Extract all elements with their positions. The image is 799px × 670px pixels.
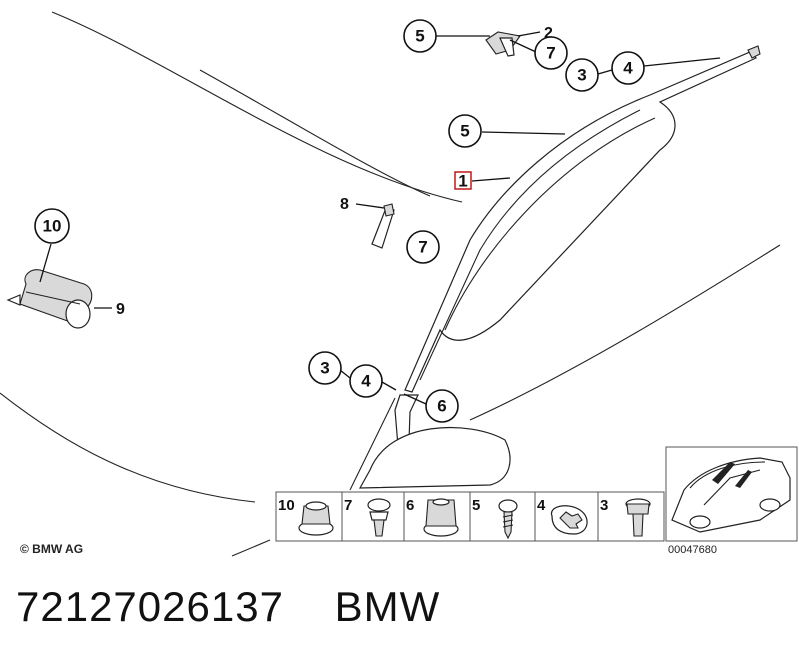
callout-8: 8 — [340, 196, 349, 213]
svg-text:4: 4 — [623, 59, 633, 78]
copyright-notice: © BMW AG — [20, 542, 83, 556]
callout-3-bottom: 3 — [308, 351, 342, 385]
callout-7-mid: 7 — [406, 230, 440, 264]
callout-5-top: 5 — [403, 19, 437, 53]
callout-3-top: 3 — [565, 58, 599, 92]
svg-text:5: 5 — [415, 27, 424, 46]
svg-text:8: 8 — [340, 196, 349, 213]
leader-lines — [39, 31, 721, 405]
fastener-legend: 10 7 6 5 4 3 — [275, 491, 665, 542]
svg-text:4: 4 — [361, 372, 371, 391]
callout-7-top: 7 — [534, 36, 568, 70]
svg-text:7: 7 — [418, 238, 427, 257]
brand-name: BMW — [334, 583, 441, 630]
callout-4-bottom: 4 — [349, 364, 383, 398]
legend-item-5: 5 — [472, 497, 480, 514]
callout-6: 6 — [425, 389, 459, 423]
callout-10: 10 — [34, 208, 70, 244]
bracket-part — [371, 203, 395, 249]
flange-nut-icon — [298, 501, 334, 536]
svg-text:5: 5 — [460, 122, 469, 141]
screw-icon — [498, 499, 518, 540]
svg-text:6: 6 — [437, 397, 446, 416]
svg-text:3: 3 — [577, 66, 586, 85]
callout-2: 2 — [544, 25, 553, 42]
part-number: 72127026137 — [16, 583, 284, 630]
push-clip-icon — [367, 498, 391, 537]
legend-item-6: 6 — [406, 497, 414, 514]
svg-text:10: 10 — [43, 217, 62, 236]
part-caption: 72127026137 BMW — [16, 583, 440, 643]
hex-nut-icon — [423, 498, 459, 537]
legend-item-10: 10 — [278, 497, 295, 514]
parts-diagram: 1 2 5 7 3 4 5 8 7 10 9 3 4 — [0, 11, 798, 557]
svg-text:9: 9 — [116, 301, 125, 318]
washer-icon — [550, 505, 588, 535]
svg-text:7: 7 — [546, 44, 555, 63]
callout-1: 1 — [454, 171, 472, 191]
top-clip — [485, 31, 521, 57]
callout-4-top: 4 — [611, 51, 645, 85]
legend-item-7: 7 — [344, 497, 352, 514]
legend-item-3: 3 — [600, 497, 608, 514]
body-contour-lines — [0, 11, 781, 557]
diagram-id: 00047680 — [668, 544, 717, 556]
car-thumbnail: 00047680 — [665, 446, 798, 556]
svg-text:1: 1 — [458, 172, 467, 191]
cover-part — [6, 269, 93, 329]
callout-5-mid: 5 — [448, 114, 482, 148]
legend-item-4: 4 — [537, 497, 546, 514]
head-airbag — [358, 45, 761, 489]
bolt-icon — [625, 498, 651, 537]
svg-text:2: 2 — [544, 25, 553, 42]
svg-text:3: 3 — [320, 359, 329, 378]
callout-9: 9 — [116, 301, 125, 318]
